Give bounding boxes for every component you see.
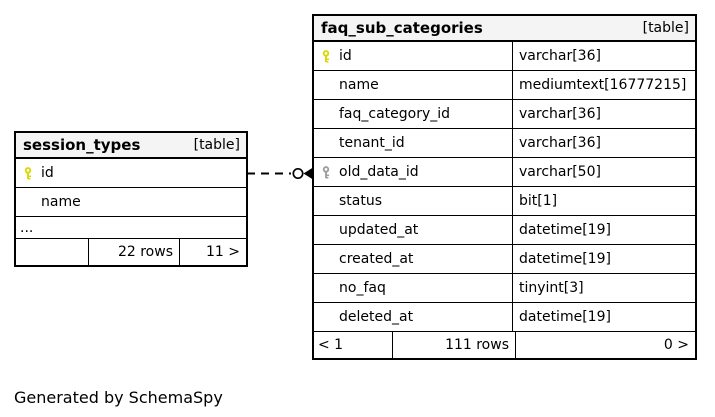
- table-row: tenant_id varchar[36]: [314, 129, 695, 158]
- index-key-icon: [320, 165, 332, 179]
- column-type: tinyint[3]: [512, 274, 695, 302]
- table-header[interactable]: session_types [table]: [16, 133, 246, 159]
- table-row: faq_category_id varchar[36]: [314, 100, 695, 129]
- column-name: updated_at: [339, 222, 419, 238]
- table-row: id varchar[36]: [314, 42, 695, 71]
- column-name: name: [41, 194, 81, 210]
- column-type: varchar[36]: [512, 100, 695, 128]
- footer-children: 0 >: [515, 332, 695, 358]
- column-name: name: [339, 77, 379, 93]
- column-name: status: [339, 193, 383, 209]
- table-faq-sub-categories[interactable]: faq_sub_categories [table] id varchar[36…: [312, 14, 697, 360]
- table-row: no_faq tinyint[3]: [314, 274, 695, 303]
- footer-row-count: 22 rows: [88, 239, 179, 265]
- column-type: varchar[50]: [512, 158, 695, 186]
- table-row-ellipsis: ...: [16, 217, 246, 239]
- footer-children: 11 >: [179, 239, 246, 265]
- arrowhead-icon: [303, 167, 313, 180]
- column-name: deleted_at: [339, 309, 414, 325]
- table-row: status bit[1]: [314, 187, 695, 216]
- column-name: faq_category_id: [339, 106, 451, 122]
- column-type: datetime[19]: [512, 245, 695, 273]
- table-title: session_types: [23, 136, 141, 154]
- table-row: created_at datetime[19]: [314, 245, 695, 274]
- table-row: id: [16, 159, 246, 188]
- column-name: id: [41, 165, 54, 181]
- table-row: deleted_at datetime[19]: [314, 303, 695, 332]
- column-name: tenant_id: [339, 135, 405, 151]
- table-row: updated_at datetime[19]: [314, 216, 695, 245]
- table-type-badge: [table]: [193, 137, 240, 153]
- odot-endpoint-icon: [292, 167, 304, 180]
- footer-parents: < 1: [318, 337, 344, 353]
- relationship-connector: [247, 167, 313, 180]
- column-name: old_data_id: [339, 164, 419, 180]
- table-row: name: [16, 188, 246, 217]
- column-type: mediumtext[16777215]: [512, 71, 695, 99]
- column-type: bit[1]: [512, 187, 695, 215]
- column-name: id: [339, 48, 352, 64]
- column-name: no_faq: [339, 280, 386, 296]
- table-header[interactable]: faq_sub_categories [table]: [314, 16, 695, 42]
- primary-key-icon: [22, 166, 34, 180]
- table-footer: 22 rows 11 >: [16, 239, 246, 265]
- table-row: old_data_id varchar[50]: [314, 158, 695, 187]
- hidden-columns-ellipsis: ...: [20, 219, 34, 236]
- primary-key-icon: [320, 49, 332, 63]
- column-type: datetime[19]: [512, 303, 695, 331]
- column-type: datetime[19]: [512, 216, 695, 244]
- footer-parents: [16, 239, 88, 265]
- table-session-types[interactable]: session_types [table] id name ... 22 row…: [14, 131, 248, 267]
- footer-row-count: 111 rows: [392, 332, 515, 358]
- table-title: faq_sub_categories: [321, 19, 483, 37]
- column-type: varchar[36]: [512, 129, 695, 157]
- generated-by-note: Generated by SchemaSpy: [14, 388, 223, 407]
- table-type-badge: [table]: [642, 20, 689, 36]
- table-footer: < 1 111 rows 0 >: [314, 332, 695, 358]
- column-name: created_at: [339, 251, 414, 267]
- column-type: varchar[36]: [512, 42, 695, 70]
- table-row: name mediumtext[16777215]: [314, 71, 695, 100]
